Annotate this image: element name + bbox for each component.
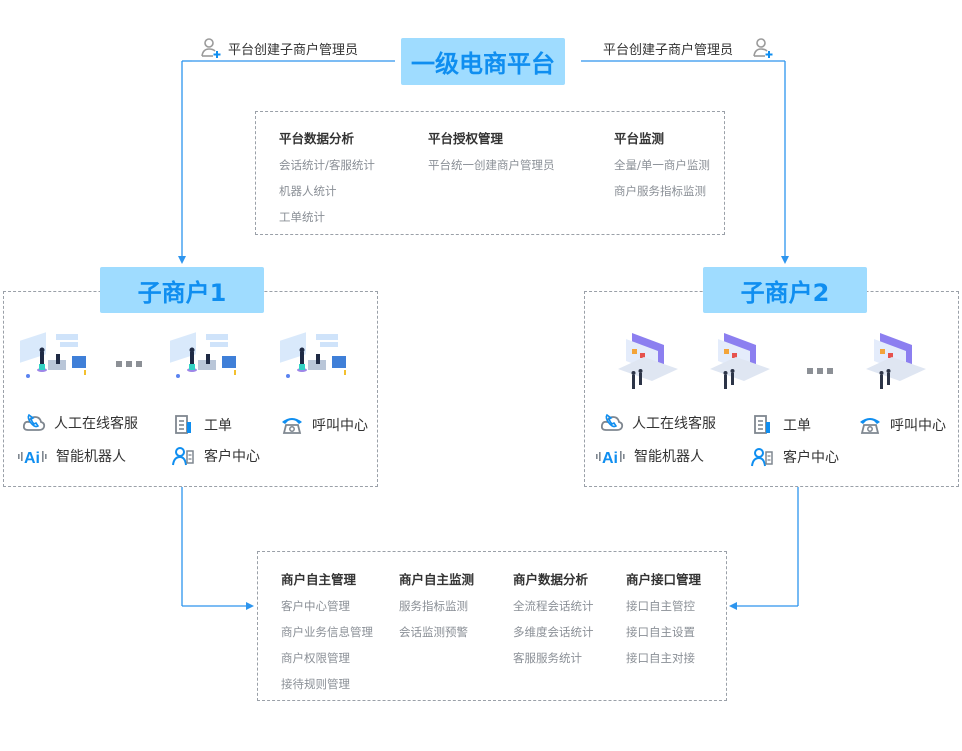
platform-feature-column: 平台数据分析 会话统计/客服统计 机器人统计 工单统计 — [279, 128, 375, 225]
capability-item: 会话监测预警 — [399, 625, 468, 639]
document-icon — [172, 414, 196, 436]
ellipsis-more — [807, 368, 833, 374]
service-label: 人工在线客服 — [54, 416, 138, 432]
capability-title: 商户接口管理 — [626, 572, 702, 587]
admin-label-right: 平台创建子商户管理员 — [603, 43, 734, 58]
service-label: 工单 — [783, 418, 811, 434]
laptop-business-illustration — [860, 325, 932, 401]
connector-platform-to-merchant2 — [581, 60, 789, 264]
service-customer-center: 客户中心 — [751, 446, 839, 468]
phone-cloud-icon — [600, 412, 624, 434]
feature-title: 平台授权管理 — [428, 131, 504, 146]
feature-item: 工单统计 — [279, 210, 325, 224]
connector-merchant2-to-capabilities — [729, 487, 799, 610]
service-online-customer-service: 人工在线客服 — [600, 412, 716, 434]
feature-item: 全量/单一商户监测 — [614, 158, 710, 172]
capability-column: 商户自主监测 服务指标监测 会话监测预警 — [399, 569, 474, 640]
capability-item: 接口自主对接 — [626, 651, 695, 665]
capability-column: 商户接口管理 接口自主管控 接口自主设置 接口自主对接 — [626, 569, 701, 666]
capability-item: 多维度会话统计 — [513, 625, 594, 639]
admin-label-left: 平台创建子商户管理员 — [228, 43, 359, 58]
feature-item: 平台统一创建商户管理员 — [428, 158, 555, 172]
service-online-customer-service: 人工在线客服 — [22, 412, 138, 434]
customer-service-team-illustration — [16, 330, 96, 394]
feature-item: 商户服务指标监测 — [614, 184, 706, 198]
connector-platform-to-merchant1 — [178, 60, 395, 264]
capability-item: 客服服务统计 — [513, 651, 582, 665]
capability-item: 商户业务信息管理 — [281, 625, 373, 639]
merchant1-title: 子商户1 — [100, 267, 264, 313]
capability-item: 接口自主设置 — [626, 625, 695, 639]
capability-item: 商户权限管理 — [281, 651, 350, 665]
capability-item: 客户中心管理 — [281, 599, 350, 613]
laptop-business-illustration — [704, 325, 776, 401]
capability-title: 商户自主管理 — [281, 572, 357, 587]
service-label: 客户中心 — [204, 449, 260, 465]
service-customer-center: 客户中心 — [172, 445, 260, 467]
ai-voice-icon: Ai — [596, 445, 626, 467]
svg-text:Ai: Ai — [602, 450, 618, 467]
service-label: 客户中心 — [783, 450, 839, 466]
capability-title: 商户自主监测 — [399, 572, 475, 587]
service-label: 智能机器人 — [56, 449, 126, 465]
user-card-icon — [751, 446, 775, 468]
laptop-business-illustration — [612, 325, 684, 401]
telephone-icon — [858, 414, 882, 436]
service-label: 工单 — [204, 418, 232, 434]
user-add-icon — [751, 36, 775, 60]
svg-text:Ai: Ai — [24, 450, 40, 467]
capability-item: 全流程会话统计 — [513, 599, 594, 613]
document-icon — [751, 414, 775, 436]
phone-cloud-icon — [22, 412, 46, 434]
customer-service-team-illustration — [166, 330, 246, 394]
platform-feature-column: 平台监测 全量/单一商户监测 商户服务指标监测 — [614, 128, 710, 199]
service-smart-robot: Ai 智能机器人 — [18, 445, 126, 467]
feature-item: 会话统计/客服统计 — [279, 158, 375, 172]
connector-merchant1-to-capabilities — [181, 487, 254, 610]
feature-title: 平台监测 — [614, 131, 665, 146]
service-label: 呼叫中心 — [312, 418, 368, 434]
feature-title: 平台数据分析 — [279, 131, 355, 146]
service-ticket: 工单 — [172, 414, 232, 436]
user-card-icon — [172, 445, 196, 467]
customer-service-team-illustration — [276, 330, 356, 394]
service-smart-robot: Ai 智能机器人 — [596, 445, 704, 467]
service-call-center: 呼叫中心 — [280, 414, 368, 436]
capability-item: 接待规则管理 — [281, 677, 350, 691]
service-label: 人工在线客服 — [632, 416, 716, 432]
platform-features-box: 平台数据分析 会话统计/客服统计 机器人统计 工单统计 平台授权管理 平台统一创… — [255, 111, 725, 235]
feature-item: 机器人统计 — [279, 184, 337, 198]
capability-item: 服务指标监测 — [399, 599, 468, 613]
telephone-icon — [280, 414, 304, 436]
user-add-icon — [199, 36, 223, 60]
service-label: 智能机器人 — [634, 449, 704, 465]
service-ticket: 工单 — [751, 414, 811, 436]
capability-item: 接口自主管控 — [626, 599, 695, 613]
ellipsis-more — [116, 361, 142, 367]
platform-feature-column: 平台授权管理 平台统一创建商户管理员 — [428, 128, 555, 173]
service-call-center: 呼叫中心 — [858, 414, 946, 436]
ai-voice-icon: Ai — [18, 445, 48, 467]
platform-title: 一级电商平台 — [401, 38, 565, 85]
merchant2-title: 子商户2 — [703, 267, 867, 313]
capability-column: 商户数据分析 全流程会话统计 多维度会话统计 客服服务统计 — [513, 569, 594, 666]
merchant-capabilities-box: 商户自主管理 客户中心管理 商户业务信息管理 商户权限管理 接待规则管理 商户自… — [257, 551, 727, 701]
capability-column: 商户自主管理 客户中心管理 商户业务信息管理 商户权限管理 接待规则管理 — [281, 569, 373, 692]
capability-title: 商户数据分析 — [513, 572, 589, 587]
service-label: 呼叫中心 — [890, 418, 946, 434]
